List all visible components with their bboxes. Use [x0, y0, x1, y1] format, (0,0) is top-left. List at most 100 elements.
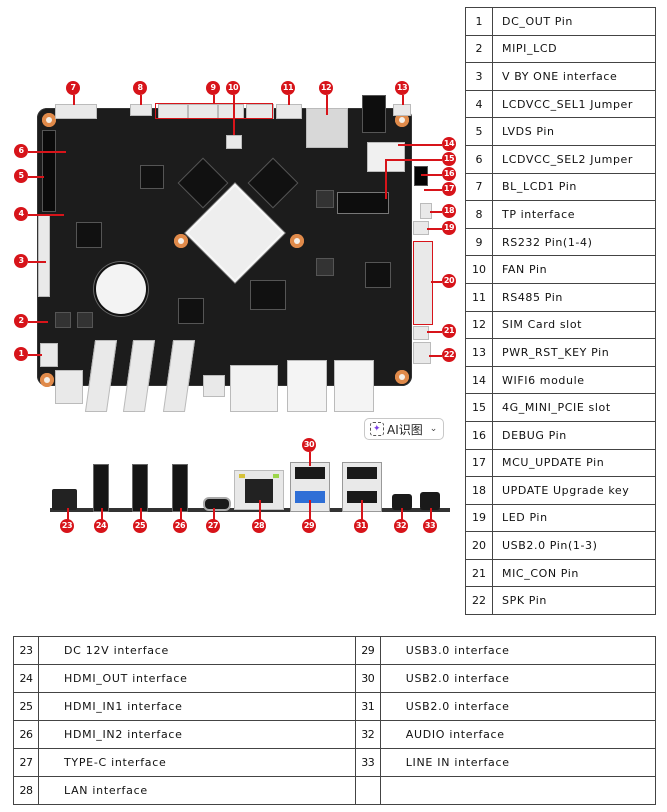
ai-button-label: AI识图 [387, 422, 423, 437]
legend-number: 32 [354, 720, 381, 749]
legend-number: 24 [13, 664, 39, 693]
callout-26: 26 [173, 519, 187, 533]
usb-stack-port [290, 462, 330, 512]
leader-line [28, 261, 46, 263]
legend-label: AUDIO interface [379, 720, 657, 749]
callout-6: 6 [14, 144, 28, 158]
callout-10: 10 [226, 81, 240, 95]
callout-1: 1 [14, 347, 28, 361]
callout-30: 30 [302, 438, 316, 452]
legend-number: 19 [465, 503, 493, 533]
legend-label: HDMI_OUT interface [38, 664, 356, 693]
dc-jack [362, 95, 386, 133]
ai-scan-icon: ✦ [370, 422, 384, 436]
leader-line [28, 214, 64, 216]
callout-24: 24 [94, 519, 108, 533]
usb-stack-board [287, 360, 327, 412]
lan-port [234, 470, 284, 510]
callout-17: 17 [442, 182, 456, 196]
io-baseplate [50, 508, 450, 512]
hdmi-out-port [93, 464, 109, 512]
mount-hole [40, 373, 54, 387]
legend-label: MIPI_LCD [492, 34, 656, 64]
leader-line [431, 281, 442, 283]
legend-number [354, 776, 381, 805]
fan-connector [226, 135, 242, 149]
leader-line [430, 508, 432, 520]
callout-11: 11 [281, 81, 295, 95]
callout-15: 15 [442, 152, 456, 166]
leader-line [326, 95, 328, 115]
leader-line [430, 211, 442, 213]
legend-label: USB2.0 interface [379, 664, 657, 693]
legend-number: 27 [13, 748, 39, 777]
leader-line [421, 174, 442, 176]
legend-label: USB2.0 interface [379, 692, 657, 721]
leader-line [213, 95, 215, 103]
legend-number: 5 [465, 117, 493, 146]
callout-5: 5 [14, 169, 28, 183]
callout-19: 19 [442, 221, 456, 235]
leader-line [398, 144, 442, 146]
mount-hole [290, 234, 304, 248]
vbyone-connector [38, 215, 50, 297]
usb-stack-board [334, 360, 374, 412]
ai-image-recognition-button[interactable]: ✦ AI识图 ⌄ [364, 418, 444, 440]
legend-number: 18 [465, 476, 493, 505]
callout-29: 29 [302, 519, 316, 533]
leader-line [140, 95, 142, 105]
callout-32: 32 [394, 519, 408, 533]
mount-hole [42, 113, 56, 127]
legend-number: 33 [354, 748, 381, 777]
leader-line [385, 159, 442, 161]
ic-chip [365, 262, 391, 288]
callout-18: 18 [442, 204, 456, 218]
rs232-group-box [155, 103, 273, 119]
legend-number: 4 [465, 89, 493, 119]
legend-label: DEBUG Pin [492, 420, 656, 450]
legend-label: DC_OUT Pin [492, 7, 656, 36]
legend-number: 12 [465, 310, 493, 340]
mount-hole [174, 234, 188, 248]
legend-label [379, 776, 657, 805]
legend-label: USB2.0 Pin(1-3) [492, 531, 656, 560]
callout-7: 7 [66, 81, 80, 95]
line-in-port [420, 492, 440, 510]
callout-13: 13 [395, 81, 409, 95]
leader-line [309, 452, 311, 466]
dc-jack-board [55, 370, 83, 404]
legend-number: 14 [465, 365, 493, 395]
legend-label: 4G_MINI_PCIE slot [492, 393, 656, 422]
leader-line [28, 151, 66, 153]
pwr-rst-key-connector [393, 104, 411, 116]
leader-line [309, 500, 311, 520]
callout-22: 22 [442, 348, 456, 362]
legend-number: 25 [13, 692, 39, 721]
usb2-pin-connector [413, 241, 433, 325]
callout-28: 28 [252, 519, 266, 533]
lvds-header [42, 130, 56, 212]
legend-label: V BY ONE interface [492, 62, 656, 91]
lan-board [230, 365, 278, 412]
legend-number: 22 [465, 586, 493, 616]
leader-line [429, 355, 442, 357]
callout-25: 25 [133, 519, 147, 533]
inductor [77, 312, 93, 328]
callout-23: 23 [60, 519, 74, 533]
legend-label: TYPE-C interface [38, 748, 356, 777]
legend-number: 28 [13, 776, 39, 805]
